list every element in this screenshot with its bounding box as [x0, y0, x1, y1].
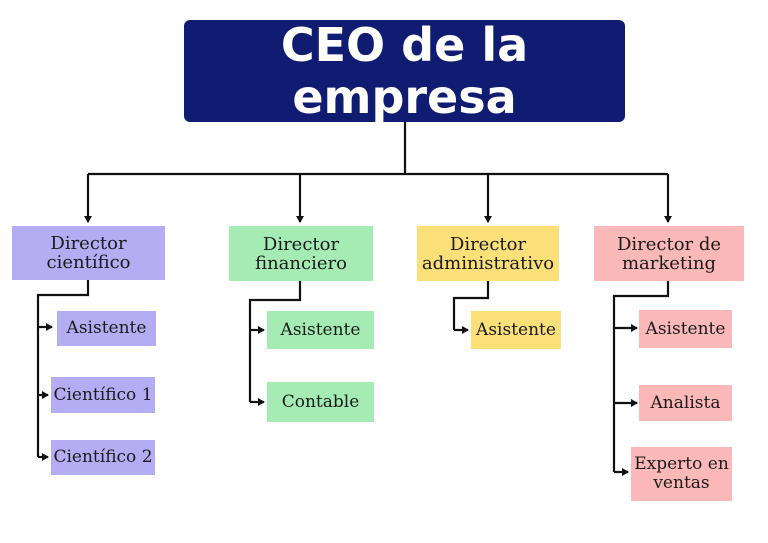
staff-experto-ventas-box: Experto en ventas [631, 447, 732, 501]
marketing-trunk-line [612, 281, 670, 472]
staff-cientifico-1-box: Científico 1 [51, 377, 155, 413]
director-cientifico-label: Director científico [46, 233, 131, 273]
staff-contable-box: Contable [267, 382, 374, 422]
staff-asistente-cientifico-box: Asistente [57, 311, 156, 346]
director-marketing-label: Director de marketing [616, 233, 722, 274]
staff-label: Asistente [66, 318, 147, 338]
staff-label: Experto en ventas [634, 454, 729, 493]
staff-label: Contable [281, 391, 360, 412]
staff-asistente-marketing-box: Asistente [639, 310, 732, 348]
staff-analista-box: Analista [639, 385, 732, 421]
staff-label: Asistente [645, 318, 726, 339]
director-marketing-box: Director de marketing [594, 226, 744, 281]
ceo-label: CEO de la empresa [280, 18, 529, 124]
financiero-trunk-line [248, 281, 302, 402]
director-financiero-label: Director financiero [255, 233, 347, 274]
director-administrativo-box: Director administrativo [417, 226, 559, 281]
director-cientifico-box: Director científico [12, 226, 165, 280]
ceo-box: CEO de la empresa [184, 18, 625, 124]
staff-label: Analista [650, 392, 721, 413]
cientifico-trunk-line [36, 280, 90, 457]
staff-cientifico-2-box: Científico 2 [51, 440, 155, 475]
director-financiero-box: Director financiero [229, 226, 373, 281]
staff-label: Asistente [280, 319, 361, 340]
staff-label: Científico 1 [53, 384, 153, 405]
staff-asistente-financiero-box: Asistente [267, 311, 374, 349]
staff-label: Asistente [476, 319, 556, 340]
director-administrativo-label: Director administrativo [421, 233, 555, 274]
staff-label: Científico 2 [53, 447, 153, 467]
administrativo-trunk-line [452, 281, 490, 330]
staff-asistente-administrativo-box: Asistente [471, 311, 561, 349]
